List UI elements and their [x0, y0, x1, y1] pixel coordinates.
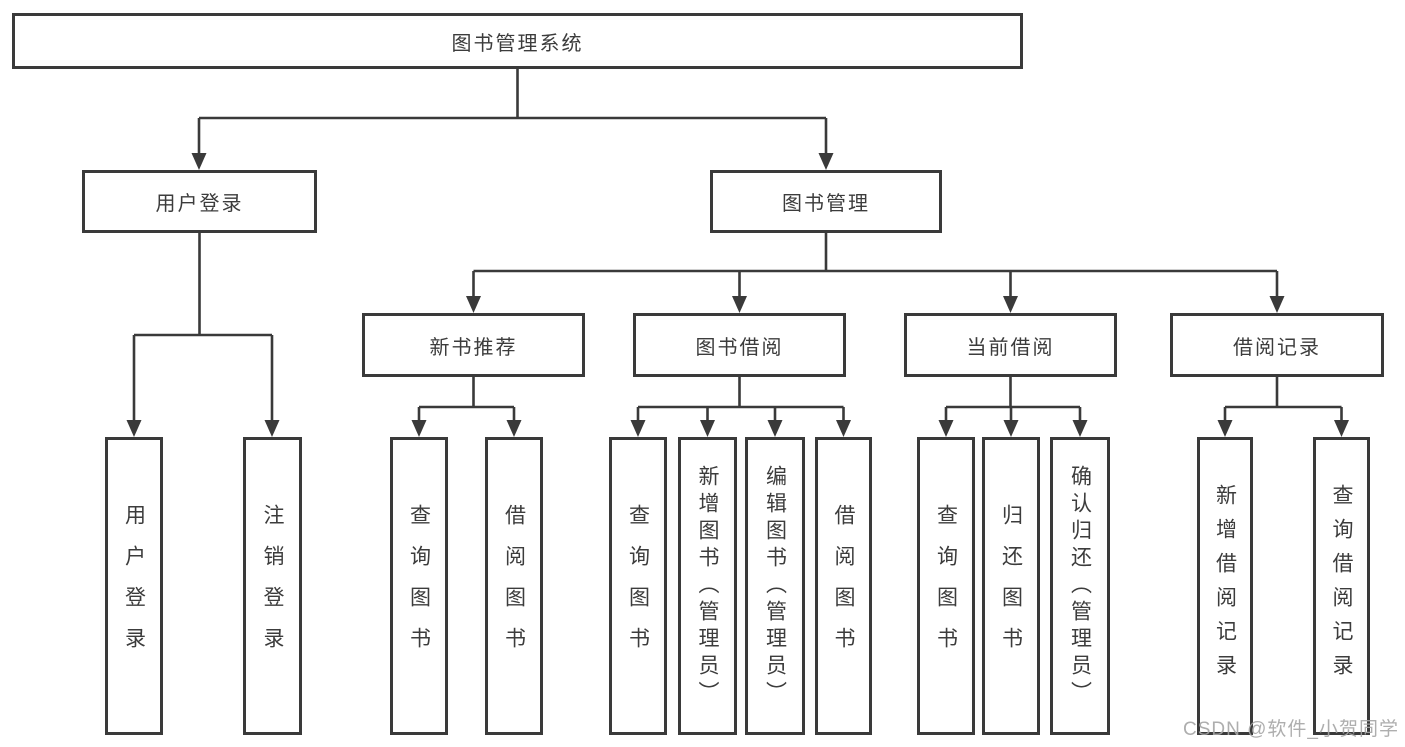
- csdn-watermark: CSDN @软件_小贺同学: [1183, 719, 1399, 740]
- node-current-borrow: 当前借阅: [904, 313, 1117, 377]
- leaf-borrow-books: 借阅图书: [815, 437, 872, 735]
- node-user-login: 用户登录: [82, 170, 317, 233]
- leaf-query-borrow-record: 查询借阅记录: [1313, 437, 1370, 735]
- leaf-query-books-recommend: 查询图书: [390, 437, 448, 735]
- node-borrow-records: 借阅记录: [1170, 313, 1384, 377]
- leaf-query-books-borrow: 查询图书: [609, 437, 667, 735]
- leaf-edit-books-admin: 编辑图书（管理员）: [745, 437, 805, 735]
- arrowheads: [126, 153, 1349, 437]
- leaf-query-books-current: 查询图书: [917, 437, 975, 735]
- connector-book-mgmt-branch: [472, 233, 1279, 300]
- node-book-management: 图书管理: [710, 170, 942, 233]
- node-new-book-recommend: 新书推荐: [362, 313, 585, 377]
- leaf-add-borrow-record: 新增借阅记录: [1197, 437, 1253, 735]
- leaf-logout: 注销登录: [243, 437, 302, 735]
- connector-user-login-branch: [132, 233, 274, 424]
- connector-root-to-level2: [197, 69, 828, 157]
- node-book-borrow: 图书借阅: [633, 313, 846, 377]
- leaf-return-books: 归还图书: [982, 437, 1040, 735]
- connector-book-borrow-branch: [636, 377, 845, 424]
- connector-borrow-records-branch: [1223, 377, 1343, 424]
- leaf-confirm-return-admin: 确认归还（管理员）: [1050, 437, 1110, 735]
- leaf-borrow-books-recommend: 借阅图书: [485, 437, 543, 735]
- leaf-add-books-admin: 新增图书（管理员）: [678, 437, 737, 735]
- connector-new-book-branch: [417, 377, 516, 424]
- connector-current-borrow-branch: [944, 377, 1082, 424]
- node-root-system: 图书管理系统: [12, 13, 1023, 69]
- leaf-user-login: 用户登录: [105, 437, 163, 735]
